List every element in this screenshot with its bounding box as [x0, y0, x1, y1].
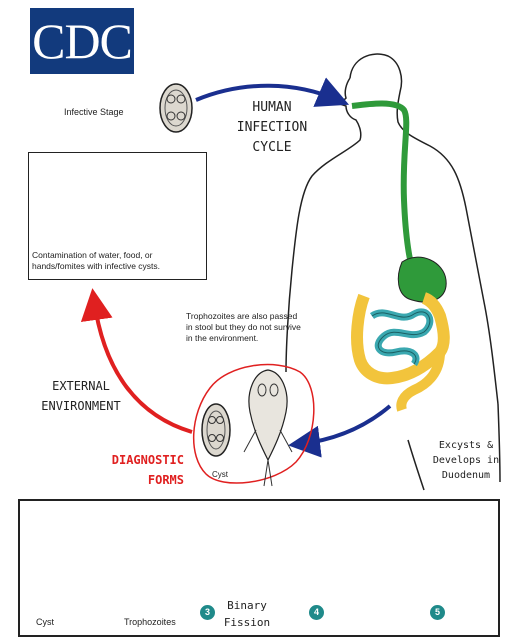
trophozoite-note: Trophozoites are also passed in stool bu…: [186, 311, 306, 344]
diagnostic-forms-label: DIAGNOSTIC FORMS: [76, 450, 184, 490]
contamination-text: Contamination of water, food, or hands/f…: [32, 250, 204, 272]
external-line-2: ENVIRONMENT: [22, 396, 140, 416]
binary-line-2: Fission: [222, 614, 272, 631]
diagnostic-line-1: DIAGNOSTIC: [76, 450, 184, 470]
step-badge-5: 5: [430, 605, 445, 620]
diagnostic-cyst-label: Cyst: [212, 470, 228, 479]
cycle-title-line-1: HUMAN: [222, 98, 322, 118]
step-badge-4: 4: [309, 605, 324, 620]
excyst-line-1: Excysts &: [430, 438, 502, 453]
bottom-cyst-label: Cyst: [36, 617, 54, 627]
human-infection-cycle-title: HUMAN INFECTION CYCLE: [222, 98, 322, 158]
bottom-trophozoites-label: Trophozoites: [124, 617, 176, 627]
binary-line-1: Binary: [222, 597, 272, 614]
step-badge-3: 3: [200, 605, 215, 620]
excyst-line-3: Duodenum: [430, 468, 502, 483]
digestive-tract: [352, 104, 446, 411]
external-environment-label: EXTERNAL ENVIRONMENT: [22, 376, 140, 416]
excyst-label: Excysts & Develops in Duodenum: [430, 438, 502, 483]
cycle-title-line-3: CYCLE: [222, 138, 322, 158]
excyst-line-2: Develops in: [430, 453, 502, 468]
infective-cyst-image: [160, 84, 192, 132]
cdc-logo: CDC: [30, 8, 134, 74]
diagnostic-cyst-image: [202, 404, 230, 456]
diagnostic-trophozoite-image: [244, 370, 292, 486]
infective-stage-label: Infective Stage: [64, 107, 124, 117]
binary-fission-label: Binary Fission: [222, 597, 272, 631]
diagnostic-line-2: FORMS: [76, 470, 184, 490]
cycle-title-line-2: INFECTION: [222, 118, 322, 138]
external-line-1: EXTERNAL: [22, 376, 140, 396]
